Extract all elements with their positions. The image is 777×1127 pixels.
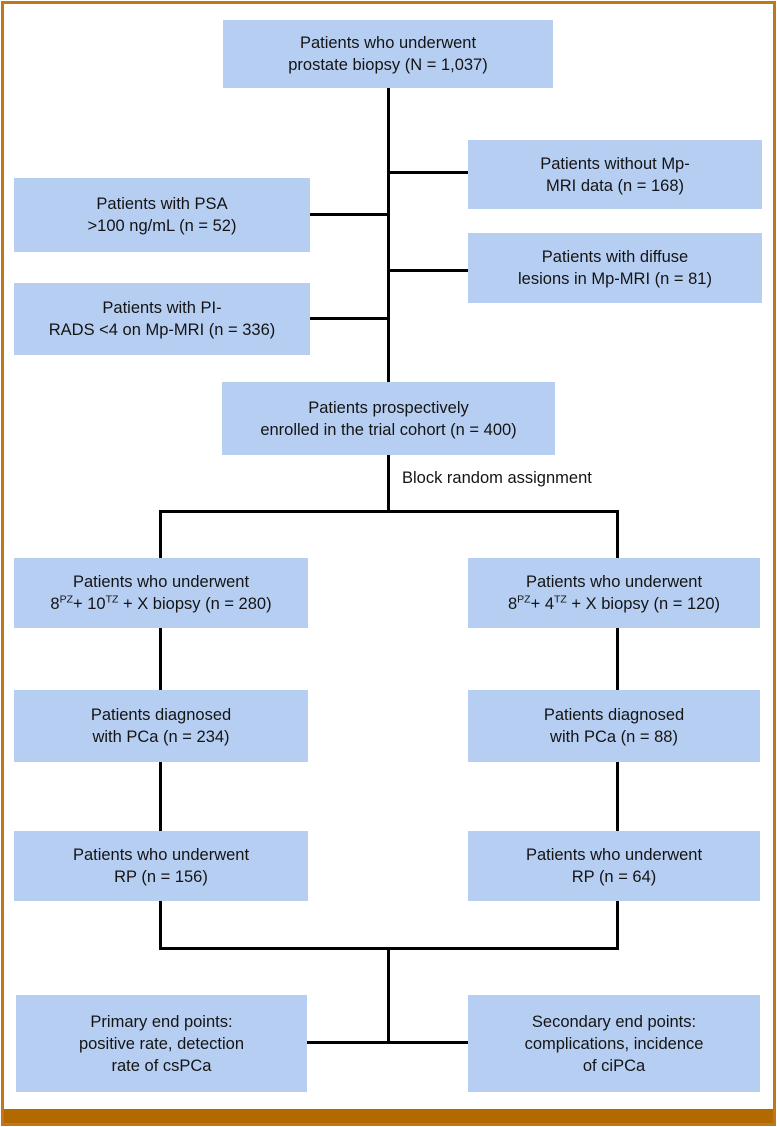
connector-arm-left-to-pca <box>159 628 162 690</box>
box-biopsy-total: Patients who underwent prostate biopsy (… <box>223 20 553 88</box>
arm-left-base3: + X biopsy (n = 280) <box>118 595 272 613</box>
box-biopsy-total-line2: prostate biopsy (N = 1,037) <box>288 56 488 74</box>
box-excluded-pirads: Patients with PI- RADS <4 on Mp-MRI (n =… <box>14 283 310 355</box>
bottom-accent-bar <box>2 1109 775 1125</box>
box-excluded-diffuse: Patients with diffuse lesions in Mp-MRI … <box>468 233 762 303</box>
arm-right-base3: + X biopsy (n = 120) <box>566 595 721 613</box>
box-enrolled-line2: enrolled in the trial cohort (n = 400) <box>260 420 517 439</box>
connector-split-left-drop <box>159 510 162 558</box>
box-rp-right-line1: Patients who underwent <box>525 846 703 864</box>
arm-left-base1: 8 <box>50 595 60 613</box>
arm-left-base2: + 10 <box>73 595 106 613</box>
box-endpoints-primary-line2: positive rate, detection <box>78 1034 245 1053</box>
arm-right-sup1: PZ <box>517 593 531 606</box>
connector-merge-to-endpoints <box>387 947 390 1044</box>
box-pca-left: Patients diagnosed with PCa (n = 234) <box>14 690 308 762</box>
arm-right-base1: 8 <box>507 595 518 613</box>
box-excluded-diffuse-line1: Patients with diffuse <box>541 248 689 266</box>
box-endpoints-primary-line3: rate of csPCa <box>111 1056 212 1075</box>
box-enrolled: Patients prospectively enrolled in the t… <box>222 382 555 455</box>
block-random-assignment-label: Block random assignment <box>402 469 592 487</box>
box-excluded-no-mpmri: Patients without Mp- MRI data (n = 168) <box>468 140 762 209</box>
connector-to-psa <box>310 213 388 216</box>
box-endpoints-secondary: Secondary end points: complications, inc… <box>468 995 760 1092</box>
box-arm-left: Patients who underwent 8PZ+ 10TZ + X bio… <box>14 558 308 628</box>
box-arm-right: Patients who underwent 8PZ+ 4TZ + X biop… <box>468 558 760 628</box>
box-pca-right-line1: Patients diagnosed <box>543 706 685 724</box>
box-excluded-pirads-line1: Patients with PI- <box>102 299 222 317</box>
connector-pca-right-to-rp <box>616 762 619 831</box>
box-pca-left-line1: Patients diagnosed <box>90 706 232 724</box>
box-rp-left: Patients who underwent RP (n = 156) <box>14 831 308 901</box>
arm-right-base2: + 4 <box>530 595 554 613</box>
connector-to-pirads <box>310 317 388 320</box>
box-rp-right: Patients who underwent RP (n = 64) <box>468 831 760 901</box>
box-excluded-psa: Patients with PSA >100 ng/mL (n = 52) <box>14 178 310 252</box>
arm-left-sup2: TZ <box>105 593 119 606</box>
box-endpoints-secondary-line1: Secondary end points: <box>531 1012 697 1031</box>
box-arm-left-line1: Patients who underwent <box>72 573 250 591</box>
box-excluded-psa-line2: >100 ng/mL (n = 52) <box>87 217 237 235</box>
box-arm-left-line2: 8PZ+ 10TZ + X biopsy (n = 280) <box>50 593 271 615</box>
connector-split-right-drop <box>616 510 619 558</box>
box-rp-left-line1: Patients who underwent <box>72 846 250 864</box>
box-endpoints-primary-line1: Primary end points: <box>90 1012 233 1031</box>
box-pca-right-line2: with PCa (n = 88) <box>550 728 678 746</box>
connector-to-no-mpmri <box>388 171 468 174</box>
box-biopsy-total-line1: Patients who underwent <box>299 34 477 52</box>
box-arm-right-line2: 8PZ+ 4TZ + X biopsy (n = 120) <box>508 593 720 615</box>
connector-split-horizontal <box>159 510 619 513</box>
box-excluded-pirads-line2: RADS <4 on Mp-MRI (n = 336) <box>48 321 276 339</box>
box-rp-left-line2: RP (n = 156) <box>114 868 208 886</box>
box-pca-left-line2: with PCa (n = 234) <box>92 728 230 746</box>
box-excluded-no-mpmri-line2: MRI data (n = 168) <box>545 176 685 195</box>
connector-pca-left-to-rp <box>159 762 162 831</box>
box-excluded-no-mpmri-line1: Patients without Mp- <box>540 154 690 173</box>
box-rp-right-line2: RP (n = 64) <box>571 868 657 886</box>
box-endpoints-secondary-line3: of ciPCa <box>582 1056 646 1075</box>
connector-top-vertical <box>387 88 390 384</box>
box-endpoints-secondary-line2: complications, incidence <box>524 1034 704 1053</box>
arm-right-sup2: TZ <box>554 593 567 606</box>
connector-rp-left-to-merge <box>159 901 162 950</box>
connector-rp-right-to-merge <box>616 901 619 950</box>
connector-enrolled-to-split <box>387 455 390 512</box>
arm-left-sup1: PZ <box>59 593 73 606</box>
box-pca-right: Patients diagnosed with PCa (n = 88) <box>468 690 760 762</box>
box-enrolled-line1: Patients prospectively <box>308 398 469 417</box>
connector-to-diffuse <box>388 269 468 272</box>
box-arm-right-line1: Patients who underwent <box>525 573 703 591</box>
box-endpoints-primary: Primary end points: positive rate, detec… <box>16 995 307 1092</box>
box-excluded-psa-line1: Patients with PSA <box>96 195 228 213</box>
connector-endpoints-horizontal <box>307 1041 468 1044</box>
connector-arm-right-to-pca <box>616 628 619 690</box>
box-excluded-diffuse-line2: lesions in Mp-MRI (n = 81) <box>518 270 712 288</box>
